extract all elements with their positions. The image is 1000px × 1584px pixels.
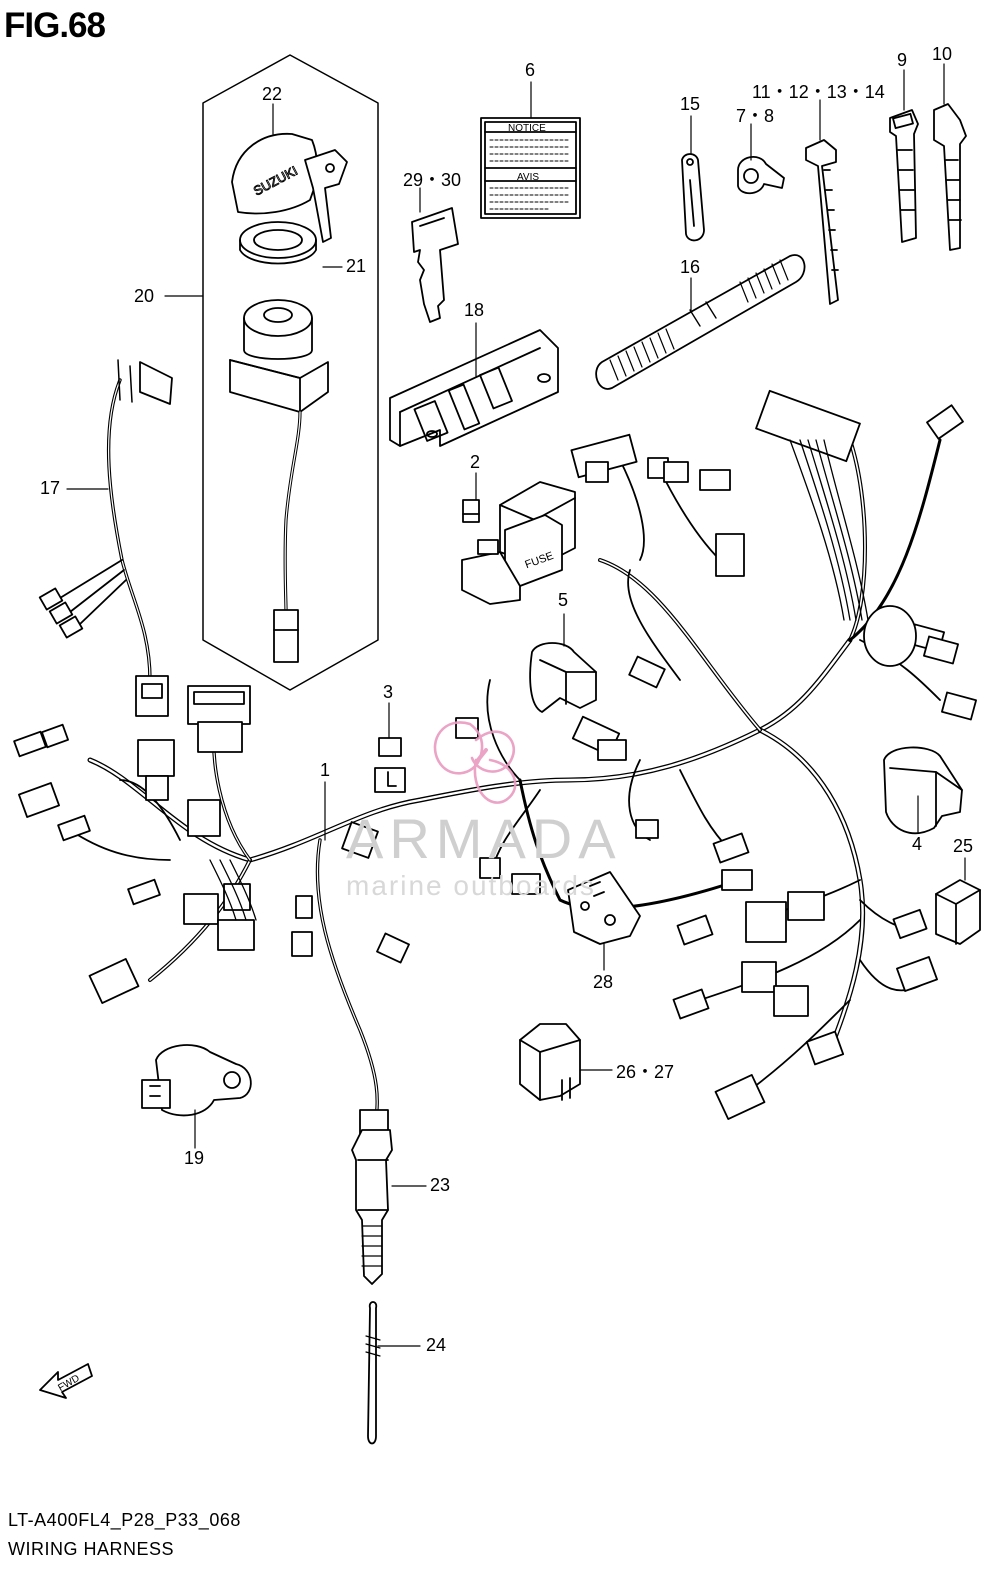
part-25-relay [935, 879, 981, 945]
callout-1: 1 [320, 760, 331, 780]
part-7-8-clamp [737, 156, 785, 195]
part-11-14-cable-tie [805, 139, 839, 305]
figure-code: LT-A400FL4_P28_P33_068 [8, 1510, 241, 1530]
callout-3: 3 [383, 682, 394, 702]
figure-caption: WIRING HARNESS [8, 1539, 175, 1559]
callout-10: 10 [932, 44, 953, 64]
callout-19: 19 [184, 1148, 205, 1168]
callout-29-30: 29・30 [403, 170, 462, 190]
leader-lines [66, 63, 966, 1347]
watermark-name: ARMADA [346, 807, 622, 870]
callout-22: 22 [262, 84, 283, 104]
part-17-sub-harness [38, 359, 173, 717]
svg-text:NOTICE: NOTICE [508, 123, 546, 134]
part-2-fuse [462, 499, 480, 523]
callout-24: 24 [426, 1335, 447, 1355]
wire-strands [209, 439, 869, 921]
part-4-boot [883, 746, 963, 835]
part-26-27-relay [519, 1023, 581, 1101]
callout-28: 28 [593, 972, 614, 992]
callout-7-8: 7・8 [736, 106, 775, 126]
figure-title: FIG.68 [4, 6, 106, 45]
callout-4: 4 [912, 834, 923, 854]
part-10-cable-tie [933, 103, 967, 251]
callout-21: 21 [346, 256, 367, 276]
callout-26-27: 26・27 [616, 1062, 675, 1082]
callout-18: 18 [464, 300, 485, 320]
harness-connectors [13, 389, 977, 1141]
ignition-switch-body [229, 299, 329, 663]
part-5-cap [529, 642, 597, 713]
part-21-ring-nut [239, 221, 317, 265]
part-9-cable-tie [889, 109, 919, 243]
part-6-notice-label: NOTICE AVIS [480, 117, 581, 219]
callout-20: 20 [134, 286, 155, 306]
callout-16: 16 [680, 257, 701, 277]
callout-9: 9 [897, 50, 908, 70]
part-29-30-key [411, 207, 459, 323]
watermark-tagline: marine outboards [346, 870, 596, 901]
part-28-plate [567, 871, 641, 945]
callout-6: 6 [525, 60, 536, 80]
fuse-box: FUSE [461, 481, 576, 605]
svg-text:AVIS: AVIS [517, 172, 539, 183]
part-15-clip [681, 153, 705, 242]
ignition-group-outline [202, 54, 379, 691]
watermark-logo [433, 721, 517, 804]
part-3-fuse [374, 737, 406, 793]
callout-2: 2 [470, 452, 481, 472]
part-23-sensor [351, 1129, 393, 1285]
fwd-arrow-icon: FWD [39, 1363, 93, 1399]
part-16-tube [595, 254, 806, 390]
callout-5: 5 [558, 590, 569, 610]
svg-text:FWD: FWD [56, 1373, 81, 1394]
part-24-probe [365, 1301, 381, 1445]
callout-15: 15 [680, 94, 701, 114]
callout-11-14: 11・12・13・14 [752, 82, 885, 102]
part-19-sensor [141, 1044, 252, 1117]
callout-17: 17 [40, 478, 61, 498]
callout-23: 23 [430, 1175, 451, 1195]
part-22-key-cap: SUZUKI [231, 133, 348, 243]
part-18-bracket [389, 329, 559, 447]
callout-25: 25 [953, 836, 974, 856]
